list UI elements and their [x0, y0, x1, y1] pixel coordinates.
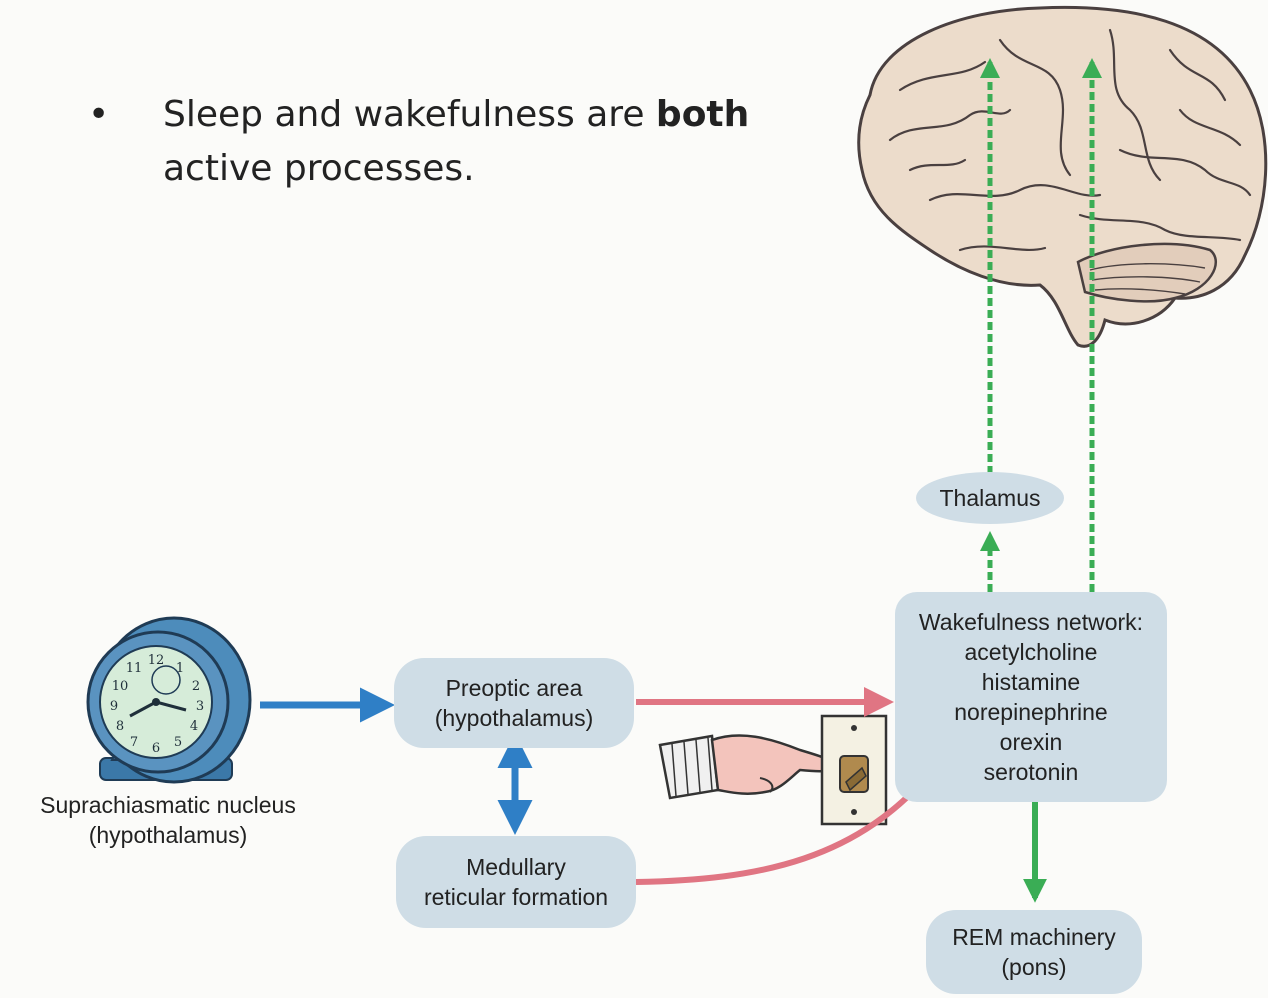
node-thalamus: Thalamus: [916, 472, 1064, 524]
node-line: Medullary: [466, 854, 566, 880]
node-line: Preoptic area: [445, 675, 583, 701]
node-wakefulness-network: Wakefulness network: acetylcholine hista…: [895, 592, 1167, 802]
node-line: histamine: [981, 669, 1081, 695]
brain-illustration: [857, 5, 1268, 348]
svg-text:8: 8: [116, 719, 124, 734]
arrow-medullary-to-wakefulness: [635, 761, 940, 885]
node-medullary-reticular-formation: Medullary reticular formation: [396, 836, 636, 928]
svg-text:9: 9: [110, 699, 118, 714]
node-suprachiasmatic-nucleus: Suprachiasmatic nucleus (hypothalamus): [8, 790, 328, 850]
svg-text:11: 11: [126, 661, 143, 676]
node-line: Thalamus: [939, 485, 1041, 511]
node-line: serotonin: [983, 759, 1079, 785]
node-rem-machinery: REM machinery (pons): [926, 910, 1142, 994]
node-line: REM machinery: [952, 924, 1116, 950]
svg-text:2: 2: [192, 679, 200, 694]
bullet-text-start: Sleep and wakefulness are: [163, 94, 656, 135]
node-preoptic-area: Preoptic area (hypothalamus): [394, 658, 634, 748]
svg-text:5: 5: [174, 735, 182, 750]
node-line: Wakefulness network:: [918, 609, 1144, 635]
svg-text:7: 7: [130, 735, 138, 750]
node-line: (hypothalamus): [434, 705, 594, 731]
bullet-text: Sleep and wakefulness are both active pr…: [163, 88, 823, 196]
svg-text:4: 4: [190, 719, 198, 734]
node-line: reticular formation: [423, 884, 609, 910]
node-line: Suprachiasmatic nucleus: [40, 792, 296, 818]
bullet-text-bold: both: [655, 94, 750, 135]
bullet-symbol: •: [88, 94, 110, 135]
bullet-text-end: active processes.: [163, 148, 475, 189]
node-line: orexin: [999, 729, 1063, 755]
node-line: (hypothalamus): [88, 822, 248, 848]
svg-text:1: 1: [176, 661, 184, 676]
svg-text:10: 10: [112, 679, 129, 694]
svg-text:12: 12: [148, 653, 165, 668]
svg-text:3: 3: [196, 699, 204, 714]
svg-text:6: 6: [152, 741, 160, 756]
hand-switch-illustration: [658, 714, 888, 826]
node-line: acetylcholine: [964, 639, 1098, 665]
node-line: norepinephrine: [954, 699, 1108, 725]
node-line: (pons): [1001, 954, 1067, 980]
